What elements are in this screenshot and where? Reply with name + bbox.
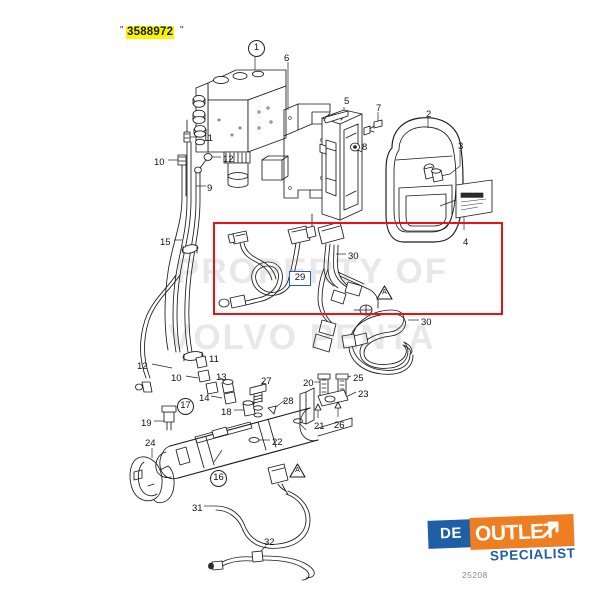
- callout-label-9a[interactable]: 9: [207, 183, 213, 194]
- part-5-control-unit: [319, 107, 363, 221]
- callout-label-20[interactable]: 20: [303, 378, 314, 389]
- callout-label-5[interactable]: 5: [344, 96, 350, 107]
- callout-label-8[interactable]: 8: [362, 142, 368, 153]
- callout-label-28[interactable]: 28: [283, 396, 294, 407]
- callout-label-17[interactable]: 17: [177, 398, 194, 415]
- rod-end-fasteners: [299, 373, 357, 425]
- part-1-valve-block: [192, 55, 287, 188]
- callout-label-3[interactable]: 3: [458, 141, 464, 152]
- part-7-screw: [363, 112, 383, 136]
- callout-29-selected[interactable]: 29: [289, 271, 311, 286]
- part-30-cable-coil-lower: [341, 309, 419, 375]
- callout-label-11a[interactable]: 11: [203, 133, 213, 144]
- callout-label-25[interactable]: 25: [353, 373, 364, 384]
- callout-label-32[interactable]: 32: [264, 537, 275, 548]
- hose-bundle-left: [140, 119, 221, 379]
- part-30-cable-harness-upper: [312, 221, 379, 353]
- part-3-knob: [431, 150, 461, 183]
- warning-triangle-label: A: [382, 289, 387, 296]
- callout-label-16[interactable]: 16: [210, 470, 227, 487]
- part-number-quote-close: ": [180, 25, 184, 36]
- callout-label-1[interactable]: 1: [248, 40, 265, 57]
- callout-label-18[interactable]: 18: [221, 407, 232, 418]
- callout-label-26[interactable]: 26: [334, 420, 345, 431]
- hose-fittings-lower-left: [129, 355, 256, 504]
- logo-de-box: DE: [427, 519, 475, 549]
- callout-label-6[interactable]: 6: [284, 53, 290, 64]
- part-number-badge: 3588972: [126, 26, 175, 39]
- callout-label-15[interactable]: 15: [160, 237, 171, 248]
- highlight-selection-box: [213, 222, 503, 315]
- warning-triangle-label: A: [295, 467, 300, 474]
- callout-label-30b[interactable]: 30: [421, 317, 432, 328]
- part-16-cylinder: [155, 407, 353, 480]
- callout-label-2[interactable]: 2: [426, 109, 432, 120]
- callout-label-10a[interactable]: 10: [154, 157, 165, 168]
- callout-label-24[interactable]: 24: [145, 438, 156, 449]
- warning-triangle-icon: A: [376, 285, 393, 300]
- warning-triangle-icon: A: [289, 463, 306, 478]
- callout-label-23[interactable]: 23: [358, 389, 369, 400]
- part-number-quote-open: ": [120, 25, 124, 36]
- callout-label-19[interactable]: 19: [141, 418, 152, 429]
- arrow-up-right-icon: [542, 521, 559, 538]
- callout-label-12b[interactable]: 12: [137, 361, 148, 372]
- callout-label-10b[interactable]: 10: [171, 373, 182, 384]
- misc-small-parts: [135, 381, 153, 393]
- callout-label-27[interactable]: 27: [261, 376, 272, 387]
- part-4-decal-plate: [439, 179, 493, 230]
- logo-de-text: DE: [439, 524, 463, 543]
- callout-label-22[interactable]: 22: [272, 437, 283, 448]
- part-31-cable: [204, 463, 311, 549]
- callout-label-21[interactable]: 21: [314, 421, 325, 432]
- callout-label-12a[interactable]: 12: [223, 154, 234, 165]
- callout-label-31[interactable]: 31: [192, 503, 203, 514]
- callout-label-30a[interactable]: 30: [348, 251, 359, 262]
- callout-label-7[interactable]: 7: [376, 103, 382, 114]
- footer-diagram-code: 25208: [462, 570, 488, 580]
- callout-label-14[interactable]: 14: [199, 393, 210, 404]
- part-2-cover-housing: [385, 117, 464, 243]
- callout-label-11b[interactable]: 11: [209, 354, 219, 365]
- callout-label-13[interactable]: 13: [216, 372, 227, 383]
- part-8-washer: [350, 140, 363, 153]
- de-outlet-specialist-logo[interactable]: DE OUTLET SPECIALIST: [427, 514, 578, 568]
- callout-label-4[interactable]: 4: [463, 237, 469, 248]
- part-32-cable: [208, 545, 315, 581]
- logo-specialist-text: SPECIALIST: [489, 545, 576, 564]
